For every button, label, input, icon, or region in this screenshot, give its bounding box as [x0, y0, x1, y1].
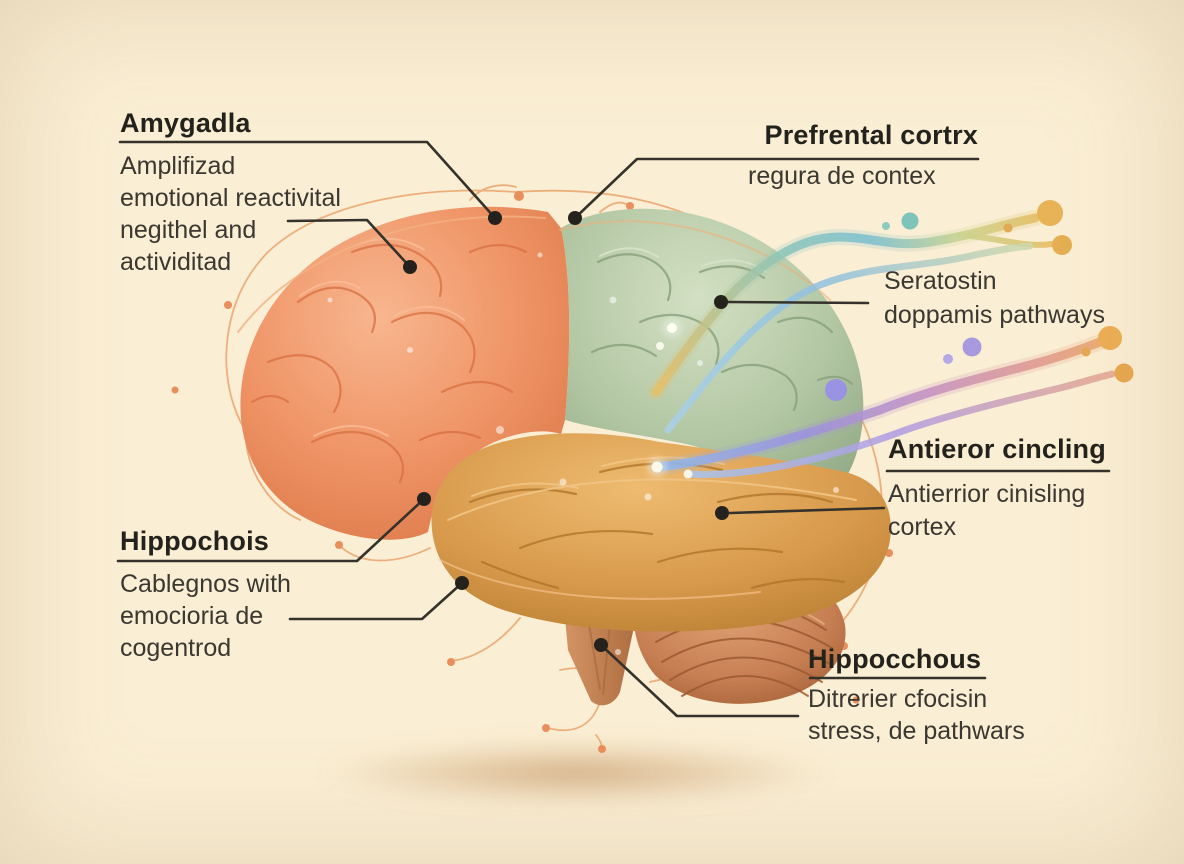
hippocchous-leader-line [599, 643, 800, 718]
serotonin-pathways-label: Seratostin doppamis pathways [884, 264, 1105, 332]
amygdala-leader-line [118, 140, 497, 220]
hippocampus-left-description: Cablegnos with emocioria de cogentrod [120, 570, 291, 662]
amygdala-description: Amplifizad emotional reactivital negithe… [120, 152, 341, 276]
serotonin-pathways-description: Seratostin doppamis pathways [884, 267, 1105, 329]
hippocampus-right-title: Hippocchous [808, 644, 982, 674]
amygdala-secondary-leader-line [286, 218, 412, 269]
leader-anchor-dots [403, 211, 729, 652]
ground-shadow [320, 743, 830, 803]
hippocampus-right-label: Hippocchous Ditrerier cfocisin stress, d… [808, 644, 1025, 747]
prefrontal-cortex-description: regura de contex [748, 162, 936, 190]
serotonin-leader-line [726, 300, 870, 305]
prefrontal-cortex-label: Prefrental cortrx regura de contex [637, 120, 978, 192]
lower-pathway-ribbon [650, 326, 1134, 478]
hippocampus-right-description: Ditrerier cfocisin stress, de pathwars [808, 685, 1025, 745]
hippochois-secondary-leader-line [288, 581, 464, 621]
anterior-cingulate-description: Antierrior cinisling cortex [888, 480, 1086, 541]
amygdala-title: Amygadla [120, 108, 251, 138]
glow-dots [327, 252, 839, 655]
leader-lines [116, 140, 1111, 718]
hippocampus-left-label: Hippochois Cablegnos with emocioria de c… [120, 526, 291, 664]
anterior-cingulate-label: Antieror cincling Antierrior cinisling c… [888, 434, 1106, 544]
hippochois-leader-line [116, 497, 426, 563]
prefrontal-cortex-title: Prefrental cortrx [764, 120, 978, 150]
amygdala-label: Amygadla Amplifizad emotional reactivita… [120, 108, 341, 278]
hippocampus-left-title: Hippochois [120, 526, 269, 556]
anterior-leader-line [728, 506, 886, 515]
temporal-lobe-region [431, 433, 891, 632]
anterior-cingulate-title: Antieror cincling [888, 434, 1106, 464]
upper-pathway-ribbon [648, 200, 1072, 434]
prefrontal-leader-line [573, 157, 980, 220]
frontal-lobe-region [240, 206, 570, 540]
